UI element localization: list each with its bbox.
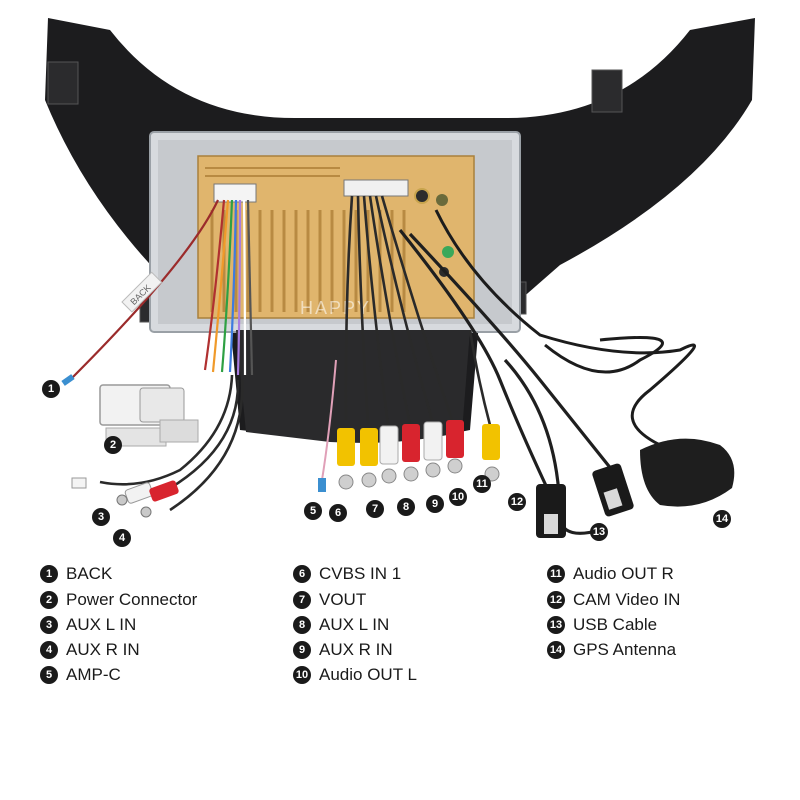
legend-label: USB Cable: [573, 615, 658, 634]
legend-label: CAM Video IN: [573, 590, 681, 609]
watermark: HAPPY: [300, 298, 371, 318]
main-plug-block: [213, 183, 257, 203]
legend-number: 4: [40, 641, 58, 659]
av-cable-bundle: [344, 195, 454, 426]
legend-label: Audio OUT R: [573, 564, 674, 583]
legend-number: 11: [547, 565, 565, 583]
callout-13: 13: [590, 523, 608, 541]
callout-10: 10: [449, 488, 467, 506]
cam-rca: [482, 424, 500, 460]
lower-chassis: [236, 330, 470, 443]
gps-antenna-puck: [640, 438, 735, 507]
power-connector-plug: [99, 384, 199, 447]
antenna-socket: [414, 188, 430, 204]
legend-number: 7: [293, 591, 311, 609]
legend-label: VOUT: [319, 590, 367, 609]
legend-number: 5: [40, 666, 58, 684]
legend-number: 6: [293, 565, 311, 583]
gps-cable: [434, 209, 697, 447]
legend-item-10: 10 Audio OUT L: [293, 664, 417, 686]
legend-label: Power Connector: [66, 590, 198, 609]
legend-label: GPS Antenna: [573, 640, 677, 659]
legend-label: Audio OUT L: [319, 665, 417, 684]
legend-item-14: 14 GPS Antenna: [547, 639, 676, 661]
callout-8: 8: [397, 498, 415, 516]
callout-6: 6: [329, 504, 347, 522]
mount-tab-right: [591, 69, 623, 113]
amp-wire-plug: [71, 477, 87, 489]
heat-sink-fins: [210, 210, 406, 312]
callout-1: 1: [42, 380, 60, 398]
legend-number: 8: [293, 616, 311, 634]
harness-wires: [69, 199, 254, 512]
callout-4: 4: [113, 529, 131, 547]
callout-9: 9: [426, 495, 444, 513]
back-wire-tip: [61, 374, 75, 386]
gps-socket: [436, 194, 448, 206]
rca-connector-group: [337, 420, 464, 490]
legend-item-11: 11 Audio OUT R: [547, 563, 674, 585]
legend-number: 9: [293, 641, 311, 659]
legend-number: 1: [40, 565, 58, 583]
legend-number: 13: [547, 616, 565, 634]
product-photo: HAPPY BACK: [45, 18, 755, 538]
legend-item-5: 5 AMP-C: [40, 664, 121, 686]
callout-5: 5: [304, 502, 322, 520]
legend-label: AUX R IN: [319, 640, 393, 659]
callout-2: 2: [104, 436, 122, 454]
legend-label: AUX R IN: [66, 640, 140, 659]
legend-number: 2: [40, 591, 58, 609]
legend-item-2: 2 Power Connector: [40, 589, 197, 611]
legend-number: 10: [293, 666, 311, 684]
legend-label: AMP-C: [66, 665, 121, 684]
legend-item-7: 7 VOUT: [293, 589, 366, 611]
rca-pair-left: [116, 480, 179, 518]
amp-c-tip: [318, 478, 326, 492]
legend-number: 12: [547, 591, 565, 609]
usb-plug-1: [536, 484, 566, 538]
green-port: [442, 246, 454, 258]
legend-number: 14: [547, 641, 565, 659]
legend-label: AUX L IN: [319, 615, 390, 634]
legend-label: CVBS IN 1: [319, 564, 402, 583]
legend-item-6: 6 CVBS IN 1: [293, 563, 401, 585]
legend-number: 3: [40, 616, 58, 634]
legend-item-3: 3 AUX L IN: [40, 614, 136, 636]
callout-14: 14: [713, 510, 731, 528]
legend-item-8: 8 AUX L IN: [293, 614, 389, 636]
legend-label: AUX L IN: [66, 615, 137, 634]
callout-11: 11: [473, 475, 491, 493]
callout-7: 7: [366, 500, 384, 518]
legend-item-9: 9 AUX R IN: [293, 639, 393, 661]
callout-3: 3: [92, 508, 110, 526]
legend-item-12: 12 CAM Video IN: [547, 589, 680, 611]
legend-item-13: 13 USB Cable: [547, 614, 657, 636]
legend-item-4: 4 AUX R IN: [40, 639, 140, 661]
legend-label: BACK: [66, 564, 113, 583]
legend-item-1: 1 BACK: [40, 563, 112, 585]
callout-12: 12: [508, 493, 526, 511]
av-plug-block: [343, 179, 409, 197]
mount-tab-left: [47, 61, 79, 105]
